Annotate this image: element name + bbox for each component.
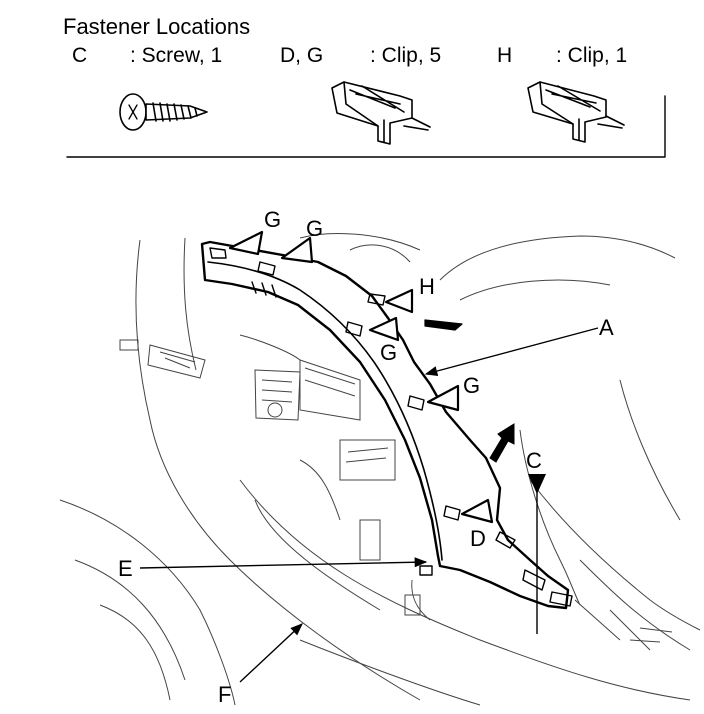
leader-a	[424, 327, 599, 376]
legend-code-h: H	[497, 44, 512, 67]
fastener-markers	[228, 230, 494, 524]
legend-desc-clip-1: : Clip, 1	[556, 44, 627, 67]
clip-icon	[527, 81, 625, 143]
legend-code-dg: D, G	[280, 44, 323, 67]
legend-code-c: C	[72, 44, 87, 67]
callout-e: E	[118, 556, 133, 581]
trim-panel-a	[200, 240, 573, 610]
vehicle-context	[59, 233, 701, 706]
fastener-g-marker	[280, 236, 314, 264]
callout-h: H	[419, 274, 435, 299]
callout-labels: G G H G G D A C E F	[118, 207, 614, 707]
callout-g: G	[306, 216, 323, 241]
fastener-h-marker	[384, 288, 414, 314]
callout-a: A	[599, 315, 614, 340]
leader-e	[139, 557, 428, 569]
callout-g: G	[380, 340, 397, 365]
screw-c-pointer	[528, 474, 546, 634]
callout-c: C	[526, 448, 542, 473]
leader-f	[239, 623, 303, 683]
screw-icon	[119, 93, 208, 131]
callout-g: G	[264, 207, 281, 232]
fastener-d-marker	[460, 498, 494, 524]
callout-g: G	[463, 373, 480, 398]
legend-title: Fastener Locations	[63, 14, 250, 39]
legend-desc-clip-5: : Clip, 5	[370, 44, 441, 67]
callout-d: D	[470, 526, 486, 551]
fastener-g-marker	[368, 316, 400, 342]
fastener-g-marker	[228, 230, 264, 256]
removal-direction-arrow	[489, 423, 515, 463]
callout-f: F	[218, 682, 231, 707]
fastener-legend: Fastener Locations C : Screw, 1 D, G : C…	[63, 14, 666, 158]
fastener-g-marker	[426, 384, 460, 412]
clip-icon	[331, 81, 431, 145]
legend-desc-screw: : Screw, 1	[130, 44, 222, 67]
